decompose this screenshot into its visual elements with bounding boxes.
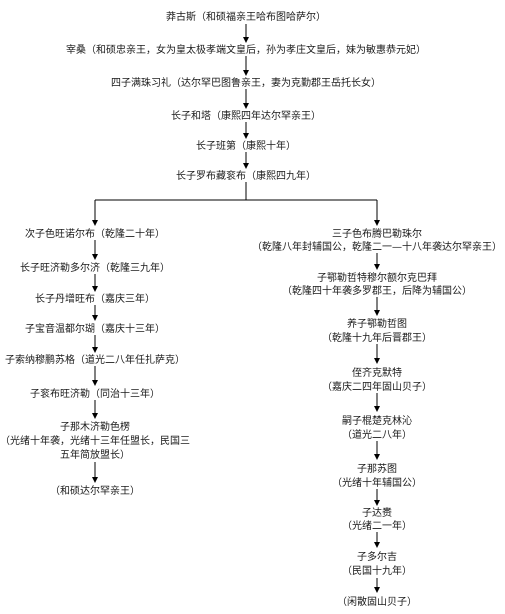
node-sebutengbaerzhuer-name: 三子色布腾巴勒珠尔: [332, 229, 422, 240]
node-heta: 长子和塔（康熙四年达尔罕亲王）: [171, 111, 321, 122]
node-olezhetu-note: （乾隆十九年后晋郡王）: [322, 333, 432, 344]
node-manggusi: 莽古斯（和硕福亲王哈布图哈萨尔）: [166, 12, 326, 23]
node-gunbuwangjile: 子衮布旺济勒（同治十三年）: [30, 389, 160, 400]
node-zaisang: 宰桑（和硕忠亲王，女为皇太极孝端文皇后，孙为孝庄文皇后，妹为敏惠恭元妃）: [66, 45, 426, 56]
node-dalai-note: （光绪二一年）: [342, 521, 412, 532]
node-olezhetemuer-name: 子鄂勒哲特穆尔额尔克巴拜: [317, 273, 437, 284]
node-namujilesileng-note-2: 五年简放盟长）: [60, 450, 130, 461]
node-qikemote-name: 侄齐克默特: [352, 368, 402, 379]
node-dalai-name: 子达赉: [362, 508, 392, 519]
node-gunchukelinqin-name: 嗣子棍楚克林沁: [342, 416, 412, 427]
node-luobuzanggunbu: 长子罗布藏衮布（康熙四九年）: [176, 171, 316, 182]
node-nasutu-note: （光绪十年辅国公）: [332, 478, 422, 489]
node-olezhetemuer-note: （乾隆四十年袭多罗郡王，后降为辅国公）: [282, 286, 472, 297]
node-nasutu-name: 子那苏图: [357, 464, 397, 475]
node-duoerji-note: （民国十九年）: [342, 566, 412, 577]
node-manzhuxili: 四子满珠习礼（达尔罕巴图鲁亲王，妻为克勤郡王岳托长女）: [111, 78, 381, 89]
node-namujilesileng-note-1: （光绪十年袭，光绪十三年任盟长，民国三: [0, 436, 190, 447]
node-bandi: 长子班第（康熙十年）: [196, 141, 296, 152]
node-sebutengbaerzhuer-note: （乾隆八年封辅国公，乾隆二一—十八年袭达尔罕亲王）: [252, 242, 502, 253]
node-sewangnuoerbu: 次子色旺诺尔布（乾隆二十年）: [25, 229, 165, 240]
node-gunchukelinqin-note: （道光二八年）: [342, 430, 412, 441]
node-duoerji-name: 子多尔吉: [357, 552, 397, 563]
node-olezhetu-name: 养子鄂勒哲图: [347, 319, 407, 330]
node-right-terminal: （闲散固山贝子）: [337, 597, 417, 608]
node-suonamupengsuge: 子索纳穆鹏苏格（道光二八年任扎萨克）: [5, 355, 185, 366]
node-danzengwangbu: 长子丹增旺布（嘉庆三年）: [35, 294, 155, 305]
node-left-terminal: （和硕达尔罕亲王）: [50, 486, 140, 497]
node-namujilesileng-name: 子那木济勒色楞: [60, 422, 130, 433]
node-baoyinwenduerhu: 子宝音温都尔瑚（嘉庆十三年）: [25, 324, 165, 335]
node-qikemote-note: （嘉庆二四年固山贝子）: [322, 382, 432, 393]
node-wangjileduoerji: 长子旺济勒多尔济（乾隆三九年）: [20, 263, 170, 274]
